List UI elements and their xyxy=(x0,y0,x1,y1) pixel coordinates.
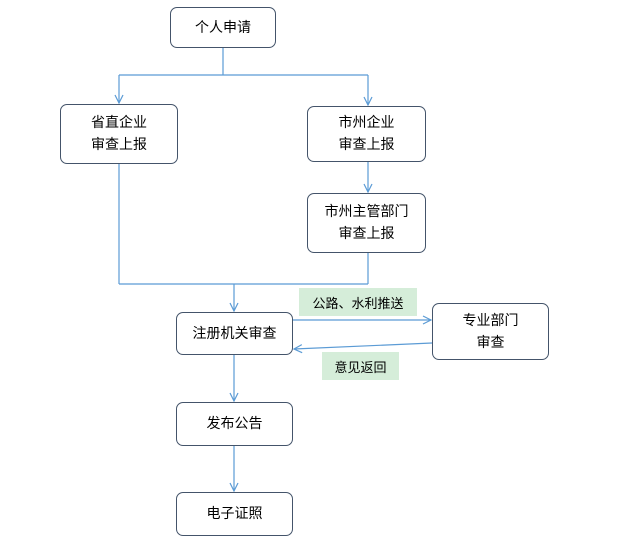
node-label-line-1: 专业部门 xyxy=(462,312,519,329)
node-specialized-dept-review: 专业部门 审查 xyxy=(432,303,549,360)
tag-feedback-return: 意见返回 xyxy=(322,352,399,380)
node-label: 电子证照 xyxy=(206,506,263,522)
node-label-line-2: 审查上报 xyxy=(91,137,147,153)
node-label-line-2: 审查上报 xyxy=(338,226,395,242)
node-label: 个人申请 xyxy=(195,19,251,36)
node-label-line-2: 审查 xyxy=(476,334,505,351)
node-label-line-1: 市州企业 xyxy=(338,115,395,131)
node-label: 发布公告 xyxy=(206,416,263,432)
node-publish-announcement: 发布公告 xyxy=(176,402,293,446)
node-label-line-1: 省直企业 xyxy=(91,115,147,131)
tag-push-highway-water: 公路、水利推送 xyxy=(299,288,417,316)
node-city-competent-dept-review: 市州主管部门 审查上报 xyxy=(307,193,426,253)
node-registration-authority-review: 注册机关审查 xyxy=(176,312,293,355)
node-city-enterprise-review: 市州企业 审查上报 xyxy=(307,106,426,162)
node-personal-application: 个人申请 xyxy=(170,7,276,48)
node-electronic-certificate: 电子证照 xyxy=(176,492,293,536)
node-label: 注册机关审查 xyxy=(192,325,277,342)
node-label-line-2: 审查上报 xyxy=(338,137,395,153)
connector-return xyxy=(294,342,433,349)
node-provincial-enterprise-review: 省直企业 审查上报 xyxy=(60,104,178,164)
node-label-line-1: 市州主管部门 xyxy=(324,204,409,220)
